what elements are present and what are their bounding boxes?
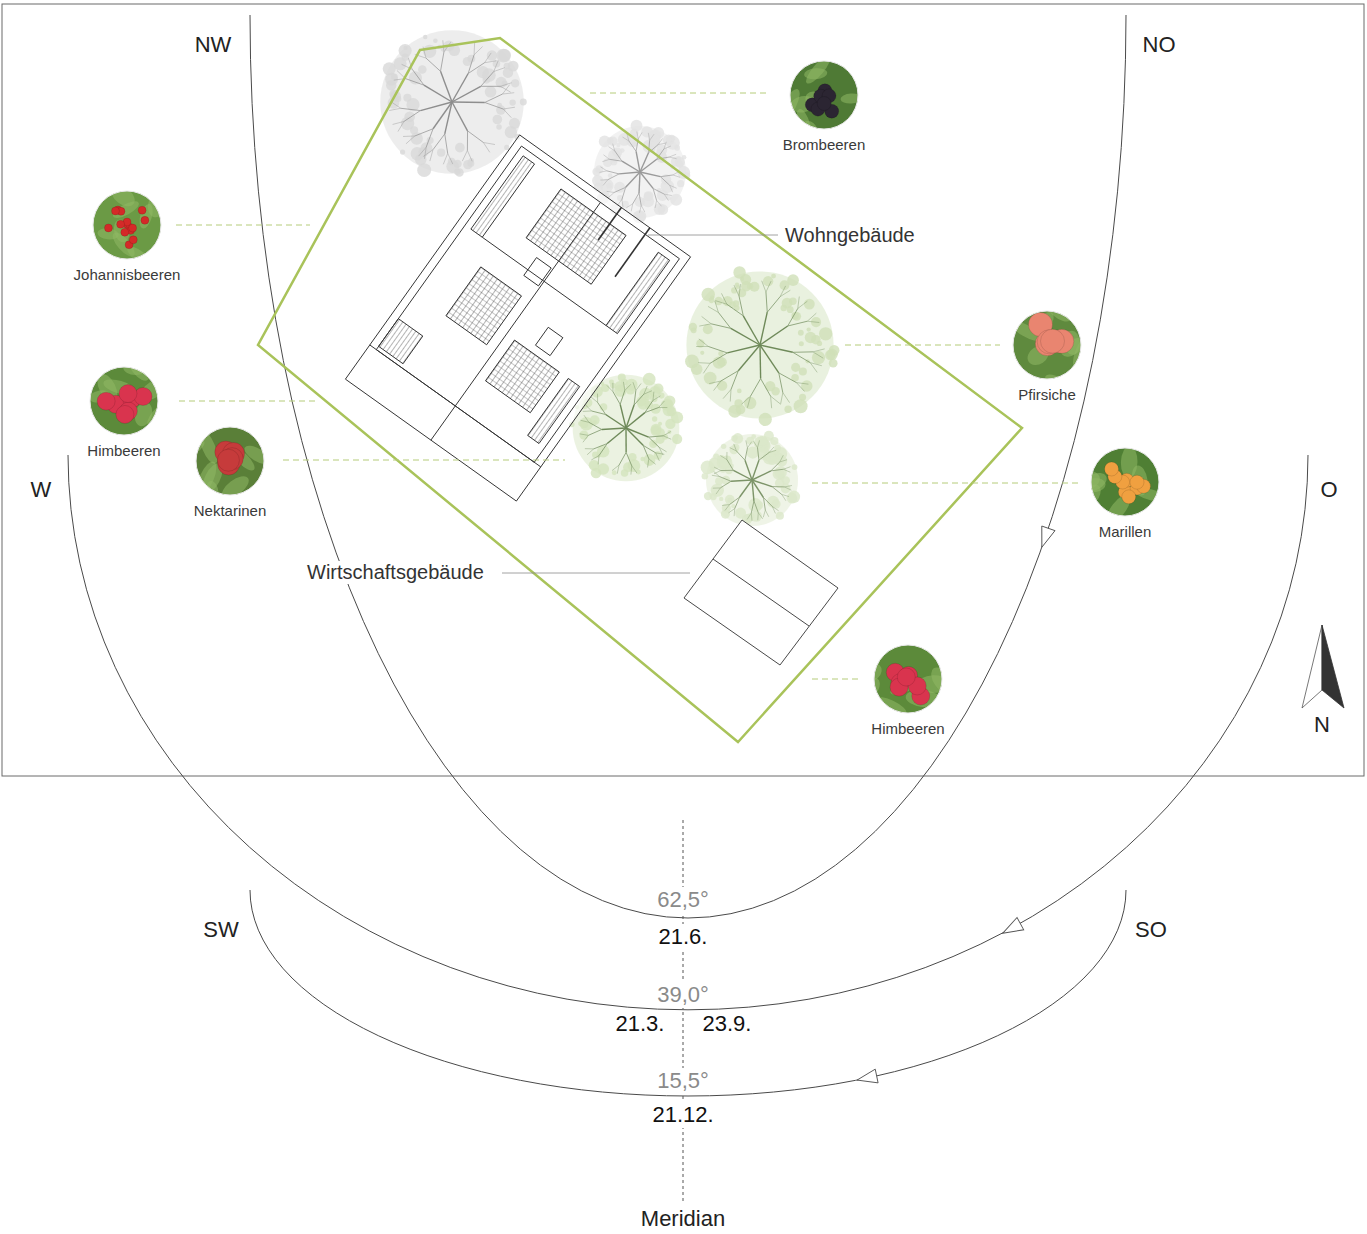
compass-label: NW	[192, 32, 235, 57]
date-label: 23.9.	[700, 1011, 755, 1036]
leader-lines	[176, 93, 1079, 679]
north-arrow	[1302, 625, 1344, 708]
direction-arrow	[856, 1069, 878, 1087]
fruit-label: Johannisbeeren	[70, 260, 185, 283]
sun-paths	[68, 15, 1308, 1096]
summer-sun-path	[250, 15, 1126, 918]
direction-arrow	[999, 917, 1023, 939]
fruit-label: Himbeeren	[83, 436, 164, 459]
date-label: 21.6.	[656, 924, 711, 949]
sun-altitude: 62,5°	[654, 887, 712, 912]
fruit-photo	[92, 190, 162, 260]
north-label: N	[1311, 712, 1333, 737]
date-label: 21.12.	[649, 1102, 716, 1127]
fruit-badge: Himbeeren	[867, 644, 948, 737]
compass-label: SW	[200, 917, 241, 942]
direction-arrow	[1035, 526, 1055, 549]
tree	[685, 266, 839, 426]
sun-altitude: 15,5°	[654, 1068, 712, 1093]
tree	[701, 431, 801, 526]
fruit-photo	[195, 426, 265, 496]
fruit-photo	[873, 644, 943, 714]
fruit-label: Nektarinen	[190, 496, 271, 519]
fruit-label: Brombeeren	[779, 130, 870, 153]
residential-building	[345, 135, 690, 501]
fruit-label: Pfirsiche	[1008, 380, 1086, 403]
date-label: 21.3.	[613, 1011, 668, 1036]
sun-direction-arrows	[856, 526, 1055, 1087]
fruit-badge: Marillen	[1086, 447, 1164, 540]
building-label: Wirtschaftsgebäude	[304, 561, 487, 584]
compass-label: W	[28, 477, 55, 502]
winter-sun-path	[250, 890, 1126, 1096]
sun-altitude: 39,0°	[654, 982, 712, 1007]
fruit-badge: Johannisbeeren	[70, 190, 185, 283]
meridian-line	[683, 820, 684, 1203]
building-label: Wohngebäude	[782, 224, 918, 247]
fruit-photo	[1012, 310, 1082, 380]
farm-building	[684, 520, 838, 665]
compass-label: SO	[1132, 917, 1170, 942]
fruit-label: Himbeeren	[867, 714, 948, 737]
fruit-photo	[789, 60, 859, 130]
compass-label: NO	[1140, 32, 1179, 57]
equinox-sun-path	[68, 455, 1308, 1010]
fruit-badge: Nektarinen	[190, 426, 271, 519]
meridian-label: Meridian	[638, 1206, 728, 1231]
site-boundary	[258, 38, 1022, 742]
fruit-photo	[89, 366, 159, 436]
fruit-badge: Brombeeren	[779, 60, 870, 153]
compass-label: O	[1317, 477, 1340, 502]
fruit-badge: Himbeeren	[83, 366, 164, 459]
fruit-label: Marillen	[1086, 517, 1164, 540]
plan-frame	[2, 4, 1364, 776]
fruit-photo	[1090, 447, 1160, 517]
callout-lines	[502, 235, 778, 573]
fruit-badge: Pfirsiche	[1008, 310, 1086, 403]
